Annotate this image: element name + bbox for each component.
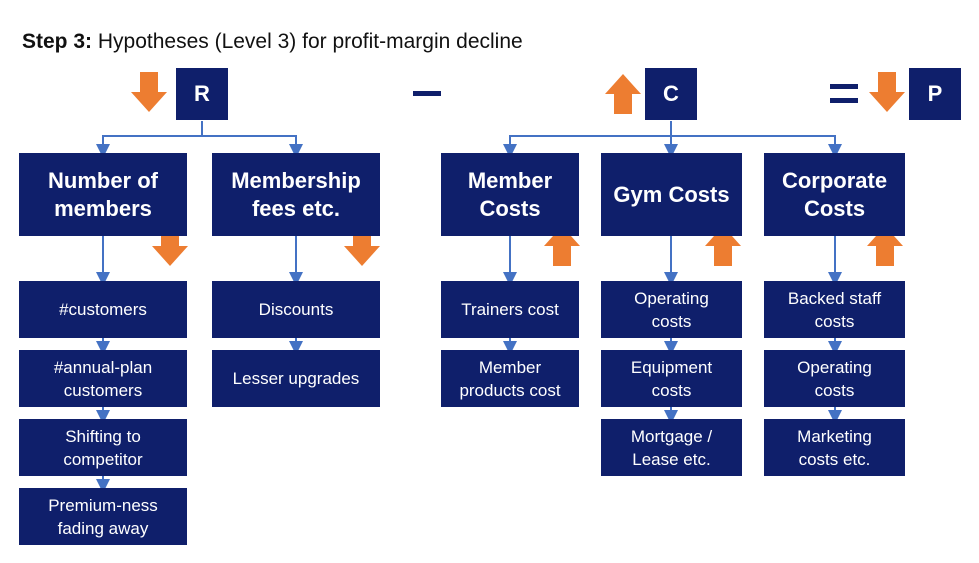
down-arrow-icon	[869, 72, 905, 112]
item-gym-operating-costs: Operating costs	[601, 281, 742, 338]
item-corporate-operating-costs: Operating costs	[764, 350, 905, 407]
head-membership-fees: Membership fees etc.	[212, 153, 380, 236]
up-arrow-icon	[605, 74, 641, 114]
item-lesser-upgrades: Lesser upgrades	[212, 350, 380, 407]
head-corporate-costs: Corporate Costs	[764, 153, 905, 236]
cost-box: C	[645, 68, 697, 120]
up-arrow-icon	[705, 226, 741, 266]
item-member-products-cost: Member products cost	[441, 350, 579, 407]
revenue-box: R	[176, 68, 228, 120]
down-arrow-icon	[152, 226, 188, 266]
item-annual-plan-customers: #annual-plan customers	[19, 350, 187, 407]
connector-r-fees	[202, 135, 303, 158]
down-arrow-icon	[131, 72, 167, 112]
item-premium-ness: Premium-ness fading away	[19, 488, 187, 545]
minus-sign	[413, 91, 441, 96]
item-trainers-cost: Trainers cost	[441, 281, 579, 338]
up-arrow-icon	[867, 226, 903, 266]
connector-c-member	[503, 121, 672, 158]
item-shifting-to-competitor: Shifting to competitor	[19, 419, 187, 476]
item-discounts: Discounts	[212, 281, 380, 338]
title-text: Hypotheses (Level 3) for profit-margin d…	[92, 30, 523, 53]
head-gym-costs: Gym Costs	[601, 153, 742, 236]
head-member-costs: Member Costs	[441, 153, 579, 236]
item-mortgage-lease: Mortgage / Lease etc.	[601, 419, 742, 476]
page-title: Step 3: Hypotheses (Level 3) for profit-…	[22, 30, 523, 54]
step-label: Step 3:	[22, 30, 93, 53]
up-arrow-icon	[544, 226, 580, 266]
down-arrow-icon	[344, 226, 380, 266]
equals-sign-top	[830, 84, 858, 89]
connector-r-members	[96, 121, 203, 158]
connector-c-corporate	[671, 135, 842, 158]
item-customers: #customers	[19, 281, 187, 338]
head-number-of-members: Number of members	[19, 153, 187, 236]
item-backed-staff-costs: Backed staff costs	[764, 281, 905, 338]
profit-box: P	[909, 68, 961, 120]
item-marketing-costs: Marketing costs etc.	[764, 419, 905, 476]
equals-sign-bottom	[830, 98, 858, 103]
item-equipment-costs: Equipment costs	[601, 350, 742, 407]
